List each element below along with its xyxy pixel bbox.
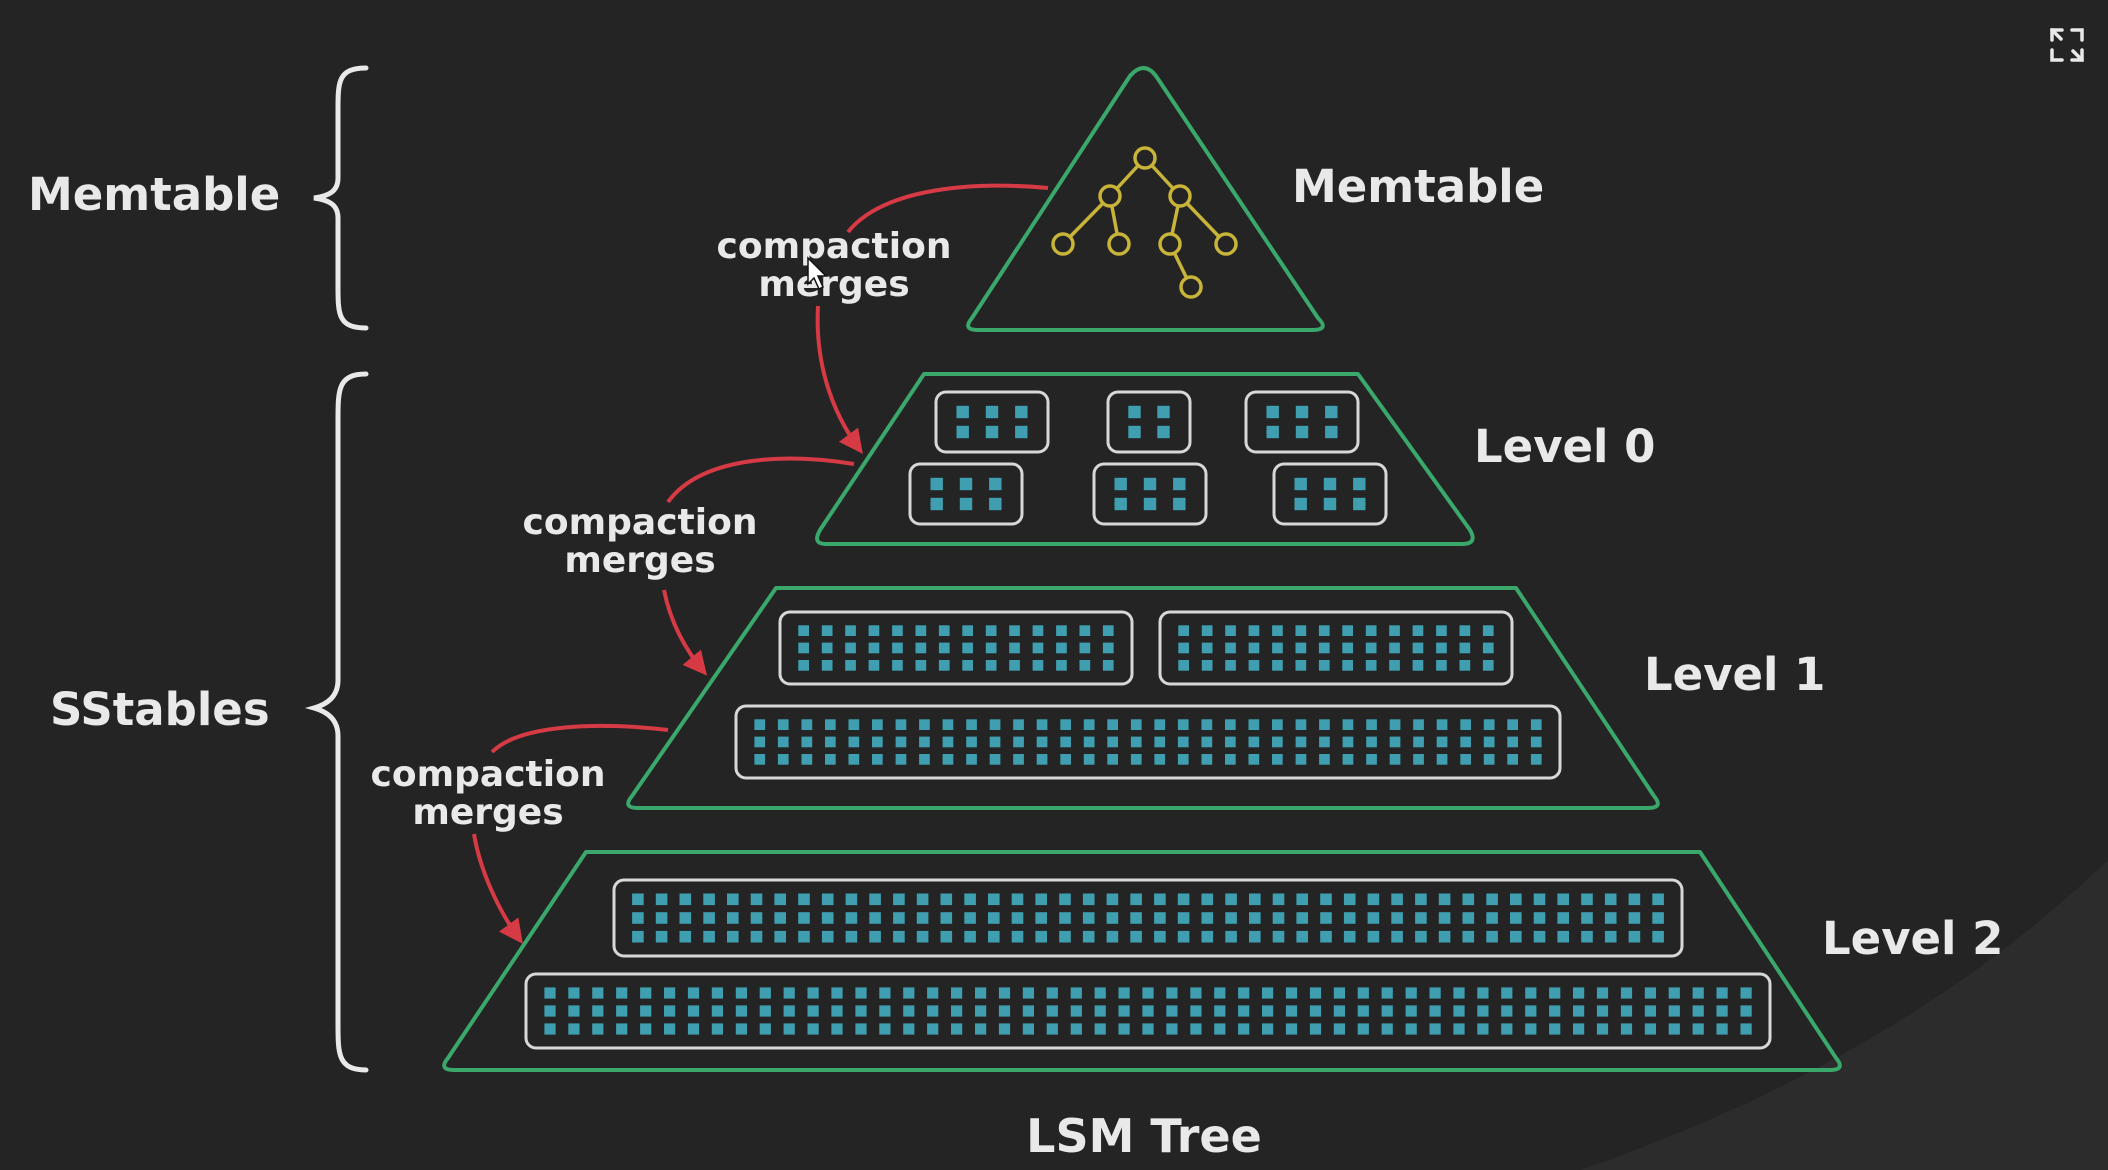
sstable-blocks	[524, 390, 1772, 1050]
level2-label: Level 2	[1822, 912, 2003, 965]
mouse-pointer-icon	[807, 256, 828, 291]
compaction-arrow-2	[662, 456, 855, 672]
sstables-brace	[304, 371, 369, 1073]
memtable-level-label: Memtable	[1292, 160, 1544, 213]
expand-icon[interactable]	[2048, 26, 2086, 64]
compaction-label-1-line1: compaction	[717, 226, 952, 267]
level0-sstable	[908, 462, 1024, 526]
level1-sstable	[734, 704, 1562, 780]
level0-trapezoid	[815, 372, 1475, 546]
level1-trapezoid	[626, 586, 1660, 810]
level0-label: Level 0	[1474, 420, 1655, 473]
compaction-arrow-3	[472, 723, 669, 940]
level0-sstable	[1244, 390, 1360, 454]
level0-sstable	[1272, 462, 1388, 526]
level0-sstable	[934, 390, 1050, 454]
level1-sstable	[778, 610, 1134, 686]
left-memtable-label: Memtable	[28, 168, 280, 221]
level0-sstable	[1106, 390, 1192, 454]
level1-label: Level 1	[1644, 648, 1825, 701]
level0-sstable	[1092, 462, 1208, 526]
compaction-arrow-1	[815, 183, 1049, 450]
compaction-label-1-line2: merges	[758, 264, 909, 305]
background-corner-shade	[1580, 860, 2108, 1170]
memtable-tree	[1051, 146, 1238, 299]
level2-sstable	[524, 972, 1772, 1050]
compaction-label-3-line1: compaction	[371, 754, 606, 795]
level2-sstable	[612, 878, 1684, 958]
diagram-title: LSM Tree	[1026, 1109, 1262, 1163]
memtable-triangle	[966, 66, 1325, 332]
compaction-label-3-line2: merges	[412, 792, 563, 833]
memtable-brace	[313, 65, 369, 331]
level2-trapezoid	[442, 850, 1842, 1072]
left-sstables-label: SStables	[50, 683, 270, 736]
compaction-label-2-line2: merges	[564, 540, 715, 581]
level1-sstable	[1158, 610, 1514, 686]
compaction-label-2-line1: compaction	[523, 502, 758, 543]
